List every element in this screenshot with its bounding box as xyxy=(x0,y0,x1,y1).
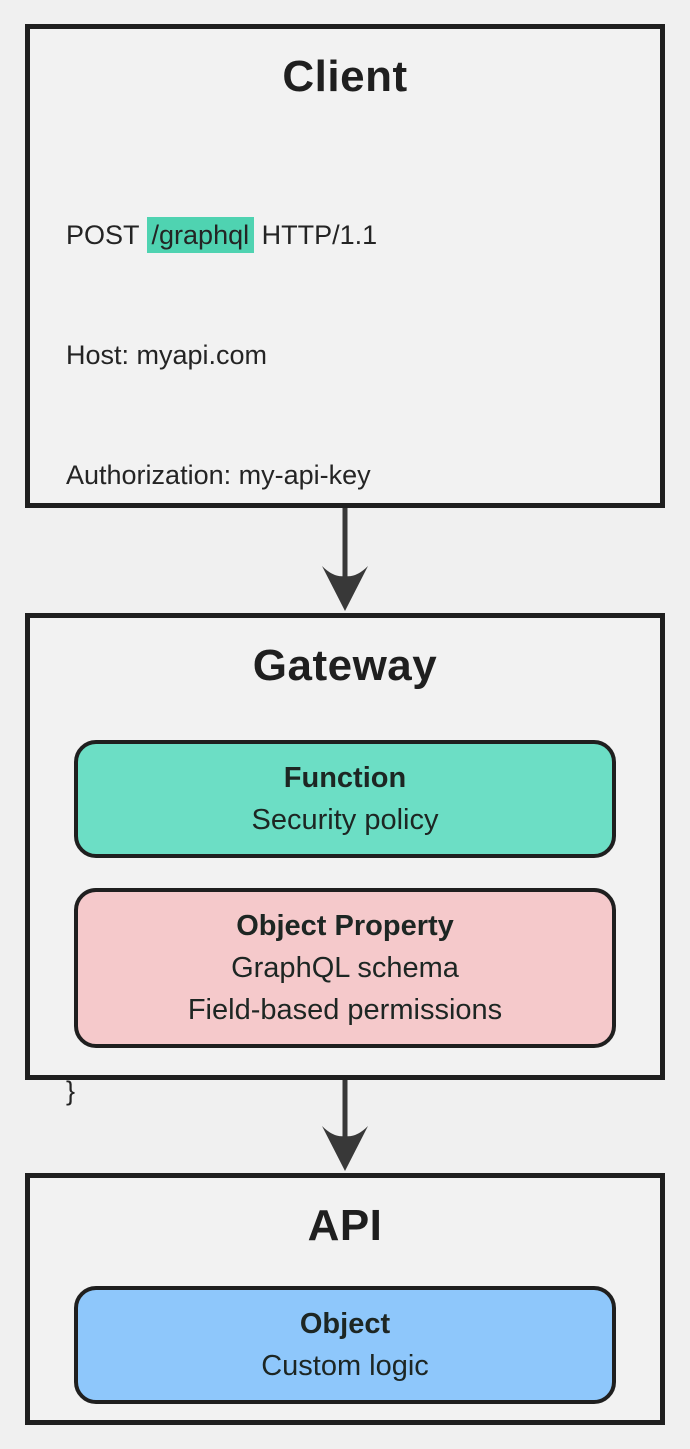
down-arrow-icon xyxy=(322,1080,368,1171)
http-protocol: HTTP/1.1 xyxy=(254,220,378,250)
request-line: POST /graphql HTTP/1.1 xyxy=(66,215,660,255)
object-card-title: Object xyxy=(299,1308,391,1340)
gateway-title: Gateway xyxy=(252,641,438,690)
object-property-card: Object Property GraphQL schema Field-bas… xyxy=(74,888,616,1048)
down-arrow-icon xyxy=(322,508,368,611)
object-property-card-line: Field-based permissions xyxy=(187,994,503,1026)
object-property-card-title: Object Property xyxy=(236,910,454,942)
host-header-line: Host: myapi.com xyxy=(66,340,268,370)
object-property-card-line: GraphQL schema xyxy=(231,952,459,984)
gateway-box: Gateway Function Security policy Object … xyxy=(25,613,665,1080)
graphql-path-highlight: /graphql xyxy=(146,217,255,253)
client-title: Client xyxy=(282,52,408,101)
function-card: Function Security policy xyxy=(74,740,616,858)
api-title: API xyxy=(307,1201,383,1250)
authorization-header-line: Authorization: my-api-key xyxy=(66,460,371,490)
http-method: POST xyxy=(66,220,147,250)
api-box: API Object Custom logic xyxy=(25,1173,665,1425)
function-card-title: Function xyxy=(283,762,407,794)
object-card-line: Custom logic xyxy=(261,1350,429,1382)
client-box: Client POST /graphql HTTP/1.1 Host: myap… xyxy=(25,24,665,1106)
json-close-brace: } xyxy=(66,1076,76,1106)
http-request-block: POST /graphql HTTP/1.1 Host: myapi.com A… xyxy=(66,135,660,575)
object-card: Object Custom logic xyxy=(74,1286,616,1404)
function-card-line: Security policy xyxy=(251,804,439,836)
